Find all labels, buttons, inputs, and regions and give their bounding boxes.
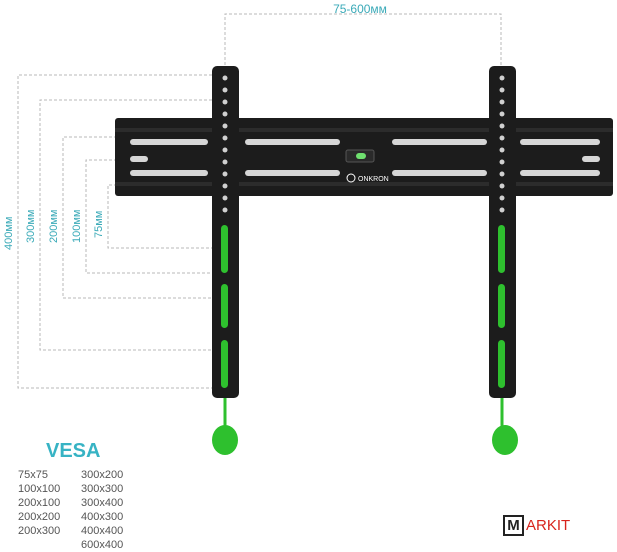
logo-text: ARKIT — [526, 517, 571, 534]
left-arm-holes — [222, 75, 228, 213]
vesa-size: 300x400 — [81, 497, 124, 509]
brand-badge: ONKRON — [358, 176, 389, 183]
dimension-guides — [17, 13, 502, 389]
dimension-label-75: 75мм — [93, 210, 105, 238]
vesa-size: 200x300 — [18, 525, 61, 537]
vesa-title: VESA — [46, 440, 101, 462]
rail-slots — [130, 139, 600, 176]
vesa-size: 600x400 — [81, 539, 124, 551]
left-arm-green-slots — [221, 225, 228, 388]
vesa-size: 100x100 — [18, 483, 61, 495]
dimension-label-200: 200мм — [48, 209, 60, 243]
vesa-size: 200x100 — [18, 497, 61, 509]
vesa-size: 400x400 — [81, 525, 124, 537]
vesa-column-1: 75x75 100x100 200x100 200x200 200x300 — [18, 468, 60, 538]
vesa-size: 300x300 — [81, 483, 124, 495]
vesa-size: 300x200 — [81, 469, 124, 481]
vesa-size: 200x200 — [18, 511, 61, 523]
right-safety-tab — [492, 425, 518, 455]
width-dimension-label: 75-600мм — [333, 2, 387, 16]
brand-icon — [346, 173, 356, 183]
logo-m-box: M — [503, 515, 524, 536]
vesa-size: 400x300 — [81, 511, 124, 523]
right-arm-holes — [499, 75, 505, 213]
vesa-column-2: 300x200 300x300 300x400 400x300 400x400 … — [81, 468, 123, 552]
right-arm-green-slots — [498, 225, 505, 388]
right-arm — [489, 66, 518, 455]
left-safety-tab — [212, 425, 238, 455]
dimension-label-400: 400мм — [3, 216, 15, 250]
vesa-size: 75x75 — [18, 469, 48, 481]
dimension-label-100: 100мм — [71, 209, 83, 243]
dimension-label-300: 300мм — [25, 209, 37, 243]
left-arm — [212, 66, 239, 455]
horizontal-rail: ONKRON — [115, 118, 613, 196]
markit-logo: M ARKIT — [503, 515, 570, 536]
level-bubble — [356, 153, 366, 159]
